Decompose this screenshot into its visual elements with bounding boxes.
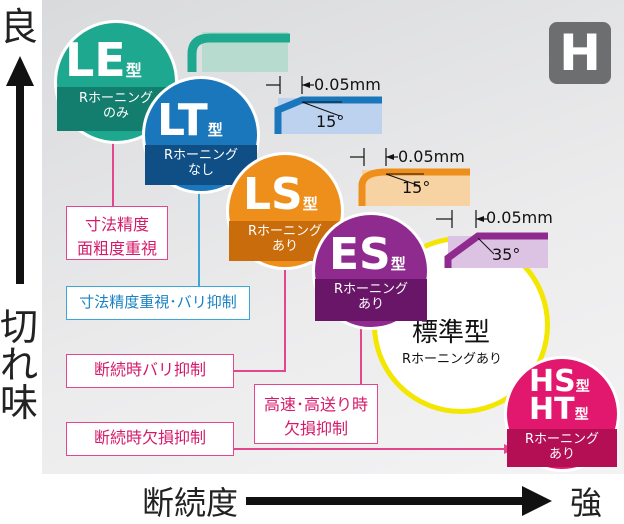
ht-title: HT <box>529 392 575 427</box>
es-suffix: 型 <box>390 255 406 273</box>
lt-line2: なし <box>187 163 214 178</box>
y-axis-label-1: 切 <box>0 305 39 349</box>
hs-line2: あり <box>548 447 575 462</box>
es-edge-profile <box>436 210 548 268</box>
ls-angle: 15° <box>402 178 431 197</box>
lt-edge-profile <box>266 76 382 134</box>
box5-text: 断続時欠損抑制 <box>93 428 206 447</box>
box-highspeed-chipping: 高速･高送り時 欠損抑制 <box>254 384 378 444</box>
box3-text: 断続時バリ抑制 <box>93 360 206 379</box>
ls-title: LS <box>243 169 303 220</box>
box2-text: 寸法精度重視･バリ抑制 <box>79 293 237 311</box>
y-axis-label-2: れ <box>0 343 39 387</box>
x-axis-right-label: 強 <box>570 484 603 522</box>
ls-line1: Rホーニング <box>247 224 323 239</box>
es-title: ES <box>329 229 391 280</box>
y-axis-top-label: 良 <box>0 5 39 49</box>
box1-line2: 面粗度重視 <box>76 239 157 258</box>
le-line2: のみ <box>102 106 129 121</box>
box-dimension-surface: 寸法精度 面粗度重視 <box>66 206 168 260</box>
lt-angle: 15° <box>316 112 345 131</box>
connector-hs <box>234 448 510 450</box>
ls-edge-profile <box>350 148 470 206</box>
lt-chip: LT型 Rホーニング なし <box>142 76 260 194</box>
ls-suffix: 型 <box>302 195 318 213</box>
connector-ls <box>284 254 286 372</box>
le-line1: Rホーニング <box>78 91 154 106</box>
box4-line1: 高速･高送り時 <box>263 395 368 414</box>
h-badge: H <box>549 22 611 84</box>
lt-suffix: 型 <box>207 121 223 139</box>
x-axis-left-label: 断続度 <box>142 484 239 522</box>
hs-title: HS <box>529 364 576 399</box>
ls-line2: あり <box>271 239 298 254</box>
hs-suffix: 型 <box>575 379 590 395</box>
connector-es <box>360 316 362 384</box>
lt-title: LT <box>157 95 208 146</box>
right-arrow-icon <box>246 486 552 516</box>
es-line1: Rホーニング <box>333 282 409 297</box>
standard-subtitle: Rホーニングあり <box>402 352 503 367</box>
es-dimension: 0.05mm <box>486 208 553 227</box>
es-angle: 35° <box>492 245 521 264</box>
hs-line1: Rホーニング <box>524 432 600 447</box>
box1-line1: 寸法精度 <box>84 215 149 234</box>
box-interrupted-burr: 断続時バリ抑制 <box>66 354 234 388</box>
lt-line1: Rホーニング <box>163 148 239 163</box>
box-interrupted-chipping: 断続時欠損抑制 <box>66 422 234 456</box>
box-dimension-burr: 寸法精度重視･バリ抑制 <box>66 286 250 320</box>
ls-dimension: 0.05mm <box>398 147 465 166</box>
es-chip: ES型 Rホーニング あり <box>312 212 430 330</box>
hs-ht-chip: HS型 HT型 Rホーニング あり <box>504 356 620 472</box>
up-arrow-icon <box>6 56 34 284</box>
le-title: LE <box>65 33 126 87</box>
le-edge-profile <box>187 32 290 72</box>
y-axis-label-3: 味 <box>0 381 39 425</box>
le-suffix: 型 <box>125 61 142 80</box>
lt-dimension: 0.05mm <box>314 75 381 94</box>
es-line2: あり <box>357 297 384 312</box>
box4-line2: 欠損抑制 <box>283 419 348 438</box>
connector-ls-h <box>234 370 286 372</box>
connector-le <box>112 122 114 208</box>
standard-title: 標準型 <box>412 318 491 348</box>
ht-suffix: 型 <box>574 407 589 423</box>
connector-lt <box>198 178 200 286</box>
